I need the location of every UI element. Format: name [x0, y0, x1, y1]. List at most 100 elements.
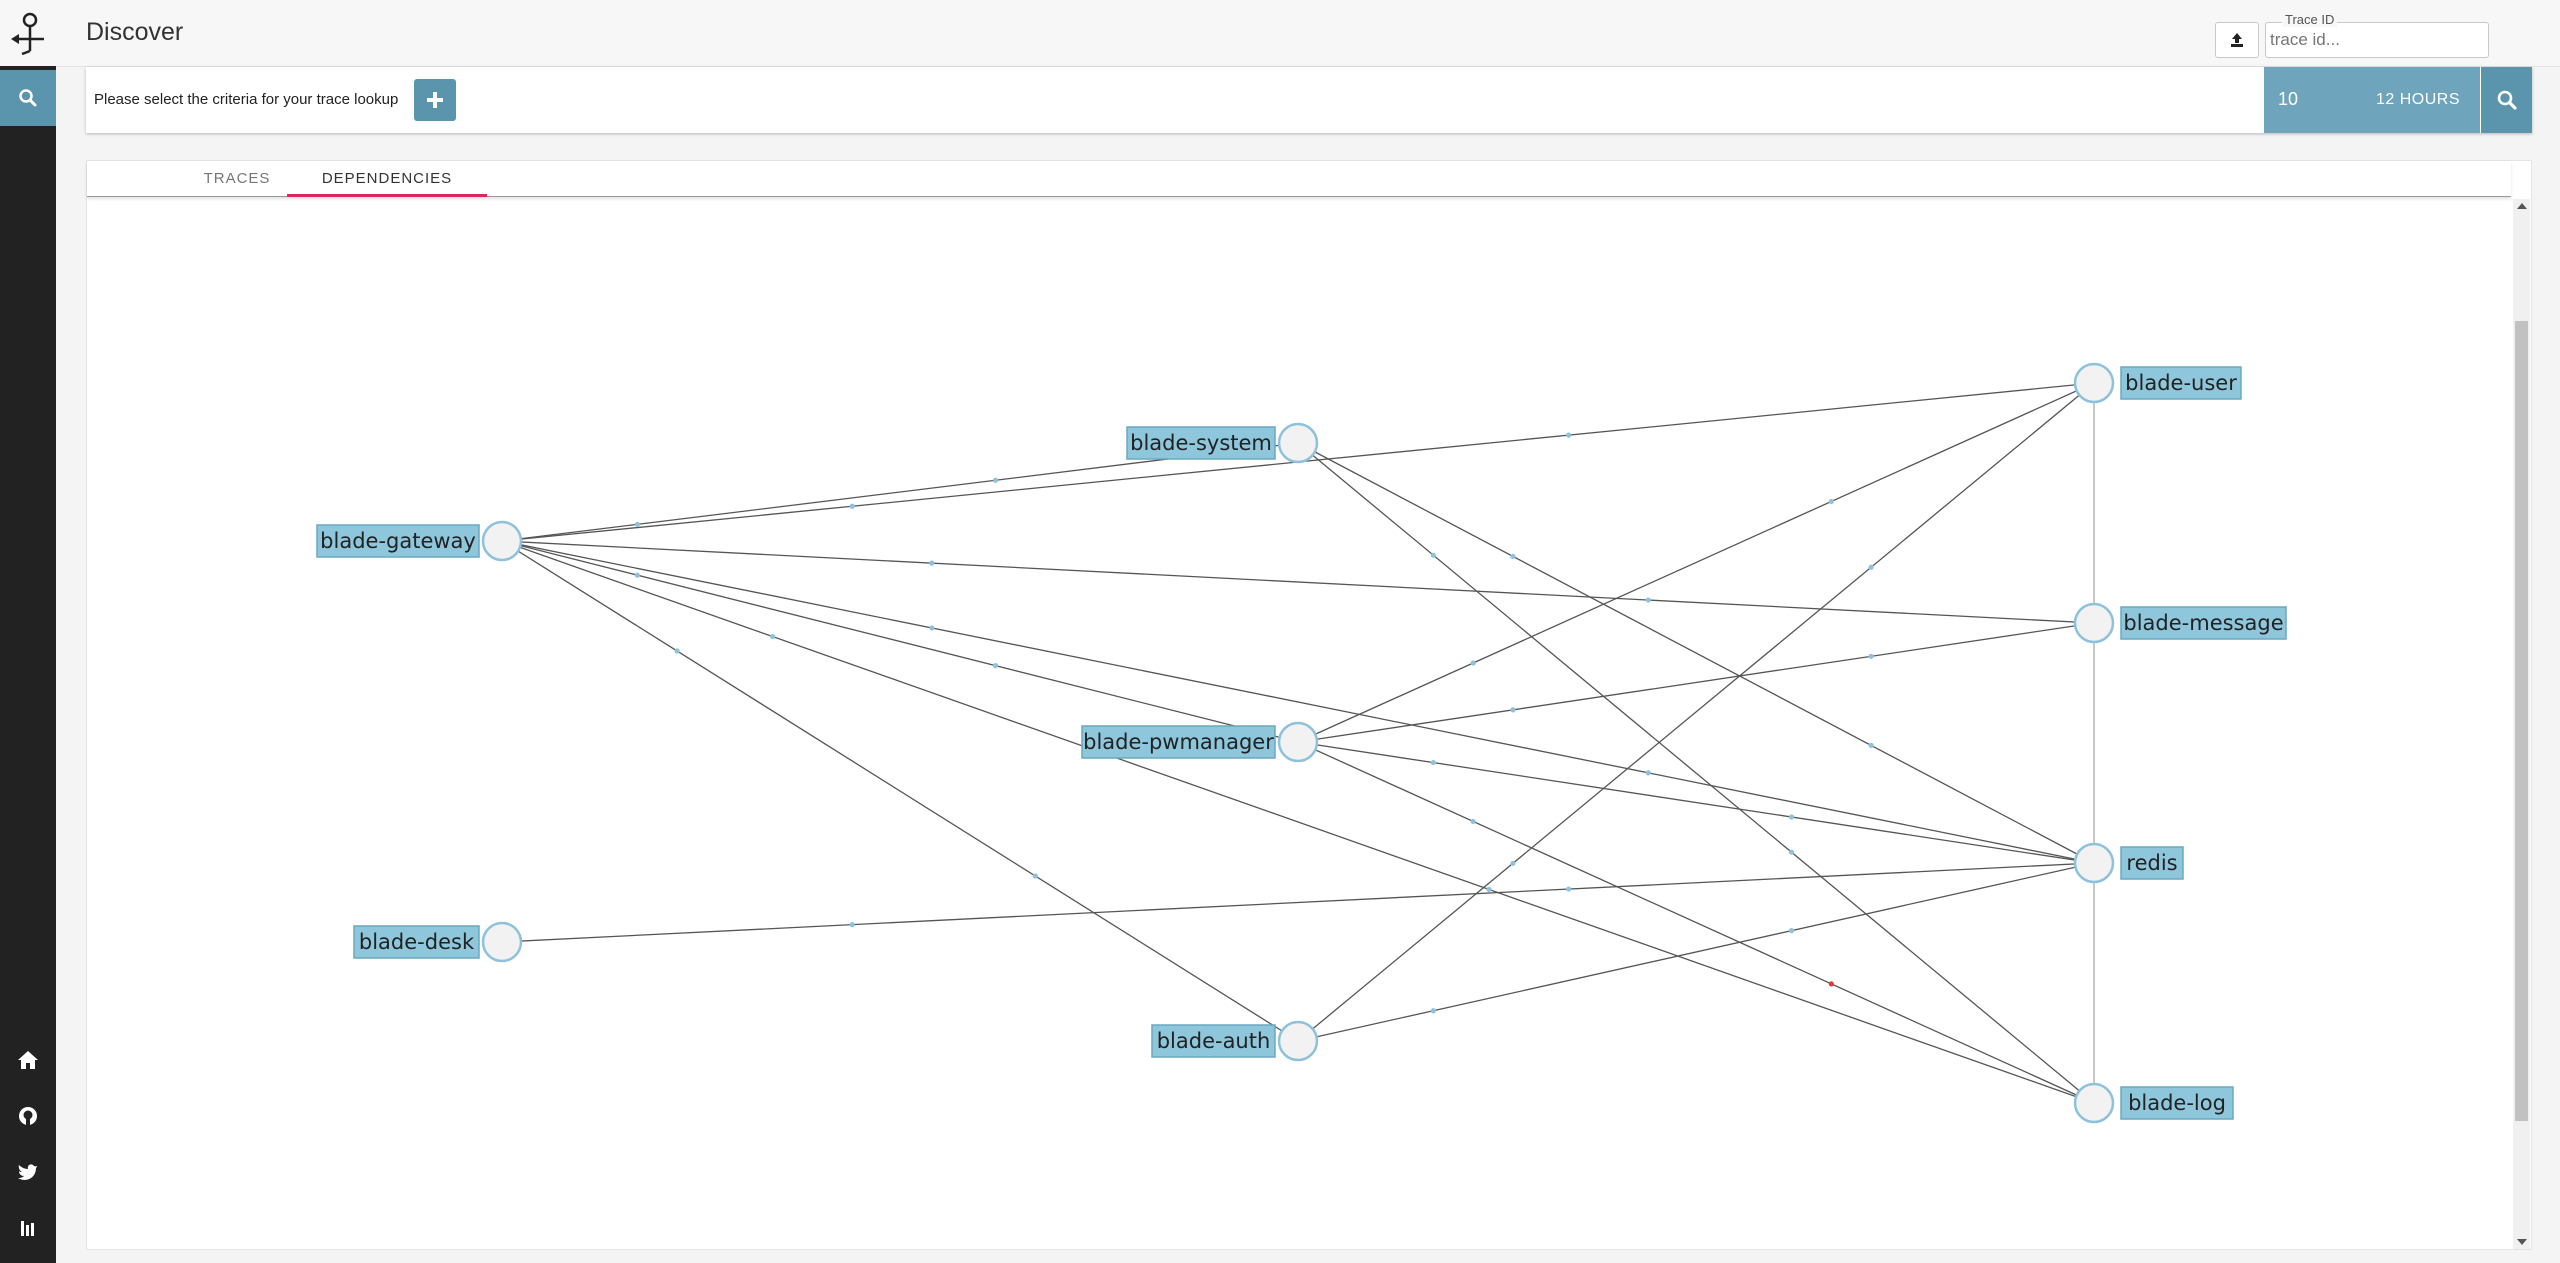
dependency-graph[interactable]: blade-gateway blade-desk blade-system blade… — [87, 197, 2511, 1249]
traffic-dot — [1645, 597, 1651, 603]
service-label-box[interactable] — [2120, 606, 2287, 640]
service-node-circle[interactable] — [481, 520, 523, 562]
traffic-dot — [1486, 886, 1492, 893]
service-node-redis[interactable]: redis — [2073, 842, 2184, 884]
dependency-edge[interactable] — [501, 862, 2095, 943]
service-node-pwmanager[interactable]: blade-pwmanager — [1081, 721, 1319, 763]
traffic-dot — [1470, 660, 1476, 666]
dependency-edge[interactable] — [1297, 442, 2095, 864]
bars-icon — [21, 1221, 34, 1236]
traffic-dot — [1868, 653, 1874, 659]
service-node-circle[interactable] — [2073, 1082, 2115, 1124]
nav-twitter[interactable] — [14, 1158, 42, 1186]
edge-dots — [634, 432, 1874, 1014]
service-label-box[interactable] — [1081, 725, 1276, 759]
graph-scrollbar[interactable] — [2513, 199, 2530, 1249]
scroll-down-icon[interactable] — [2517, 1239, 2527, 1245]
traffic-dot — [929, 560, 935, 566]
dependency-edge[interactable] — [501, 540, 1299, 743]
logo[interactable] — [0, 0, 56, 66]
traffic-dot — [1470, 818, 1476, 825]
graph-edges — [501, 382, 2095, 1104]
traffic-dot — [1788, 814, 1795, 820]
service-label-box[interactable] — [353, 925, 480, 959]
traffic-dot — [1828, 981, 1834, 987]
service-label-box[interactable] — [2120, 366, 2242, 400]
service-label-box[interactable] — [316, 524, 480, 558]
service-label: blade-system — [1130, 431, 1272, 455]
traffic-dot — [1510, 707, 1516, 713]
traffic-dot — [849, 922, 855, 928]
dependency-edge[interactable] — [1297, 622, 2095, 743]
dependency-edge[interactable] — [1297, 382, 2095, 1042]
service-label-box[interactable] — [2120, 846, 2184, 880]
search-button[interactable] — [2481, 67, 2532, 133]
traffic-dot — [1032, 873, 1038, 879]
traffic-dot — [1828, 498, 1834, 505]
service-node-circle[interactable] — [1277, 1020, 1319, 1062]
service-label: blade-user — [2125, 371, 2237, 395]
service-node-circle[interactable] — [2073, 842, 2115, 884]
nav-search[interactable] — [0, 70, 56, 126]
tab-traces[interactable]: TRACES — [203, 170, 271, 187]
trace-id-input[interactable] — [2268, 26, 2482, 54]
dependency-edge[interactable] — [501, 540, 2095, 864]
dependency-edge[interactable] — [1297, 862, 2095, 1042]
limit-range-selector[interactable]: 10 12 HOURS — [2264, 67, 2480, 133]
dependency-edge[interactable] — [1297, 442, 2095, 1104]
service-node-log[interactable]: blade-log — [2073, 1082, 2234, 1124]
traffic-dot — [1566, 886, 1572, 892]
dependency-edge[interactable] — [501, 540, 2095, 1104]
service-node-system[interactable]: blade-system — [1126, 422, 1319, 464]
traffic-dot — [1566, 432, 1572, 438]
results-panel: TRACES DEPENDENCIES blade-gateway blade-d… — [86, 160, 2532, 1250]
traffic-dot — [1430, 759, 1436, 766]
traffic-dot — [674, 648, 680, 654]
service-label-box[interactable] — [1151, 1024, 1276, 1058]
dependency-edge[interactable] — [1297, 741, 2095, 1104]
service-label: blade-pwmanager — [1083, 730, 1274, 754]
service-label-box[interactable] — [1126, 426, 1276, 460]
nav-github[interactable] — [14, 1102, 42, 1130]
service-node-gateway[interactable]: blade-gateway — [316, 520, 523, 562]
twitter-icon — [18, 1164, 37, 1180]
add-criteria-button[interactable] — [414, 79, 456, 121]
criteria-prompt: Please select the criteria for your trac… — [94, 91, 399, 108]
dependency-edge[interactable] — [1297, 741, 2095, 864]
service-label: blade-desk — [359, 930, 475, 954]
scroll-up-icon[interactable] — [2517, 203, 2527, 209]
traffic-dot — [634, 521, 640, 527]
scroll-thumb[interactable] — [2515, 321, 2528, 1121]
service-label-box[interactable] — [2120, 1086, 2234, 1120]
service-label: blade-log — [2128, 1091, 2226, 1115]
graph-nodes: blade-gateway blade-desk blade-system blade… — [316, 362, 2287, 1124]
service-node-circle[interactable] — [1277, 422, 1319, 464]
service-node-circle[interactable] — [2073, 602, 2115, 644]
service-node-message[interactable]: blade-message — [2073, 602, 2287, 644]
tab-dependencies[interactable]: DEPENDENCIES — [287, 161, 487, 197]
search-icon — [19, 89, 37, 107]
time-range-value[interactable]: 12 HOURS — [2375, 91, 2460, 108]
jaeger-logo-icon — [11, 12, 44, 55]
search-icon — [2497, 90, 2517, 110]
service-node-circle[interactable] — [1277, 721, 1319, 763]
traffic-dot — [634, 572, 640, 578]
service-node-desk[interactable]: blade-desk — [353, 921, 523, 963]
dependency-edge[interactable] — [501, 540, 1299, 1042]
traffic-dot — [992, 663, 999, 669]
service-node-auth[interactable]: blade-auth — [1151, 1020, 1319, 1062]
home-icon — [18, 1051, 38, 1069]
service-label: blade-message — [2123, 611, 2283, 635]
nav-stats[interactable] — [14, 1214, 42, 1242]
upload-button[interactable] — [2215, 22, 2259, 58]
dependency-edge[interactable] — [501, 540, 2095, 624]
service-label: redis — [2126, 851, 2177, 875]
traffic-dot — [1868, 564, 1874, 570]
traffic-dot — [1510, 860, 1516, 866]
service-node-circle[interactable] — [481, 921, 523, 963]
nav-home[interactable] — [14, 1046, 42, 1074]
limit-value[interactable]: 10 — [2278, 89, 2299, 109]
service-node-circle[interactable] — [2073, 362, 2115, 404]
dependency-edge[interactable] — [1297, 382, 2095, 743]
service-node-user[interactable]: blade-user — [2073, 362, 2242, 404]
